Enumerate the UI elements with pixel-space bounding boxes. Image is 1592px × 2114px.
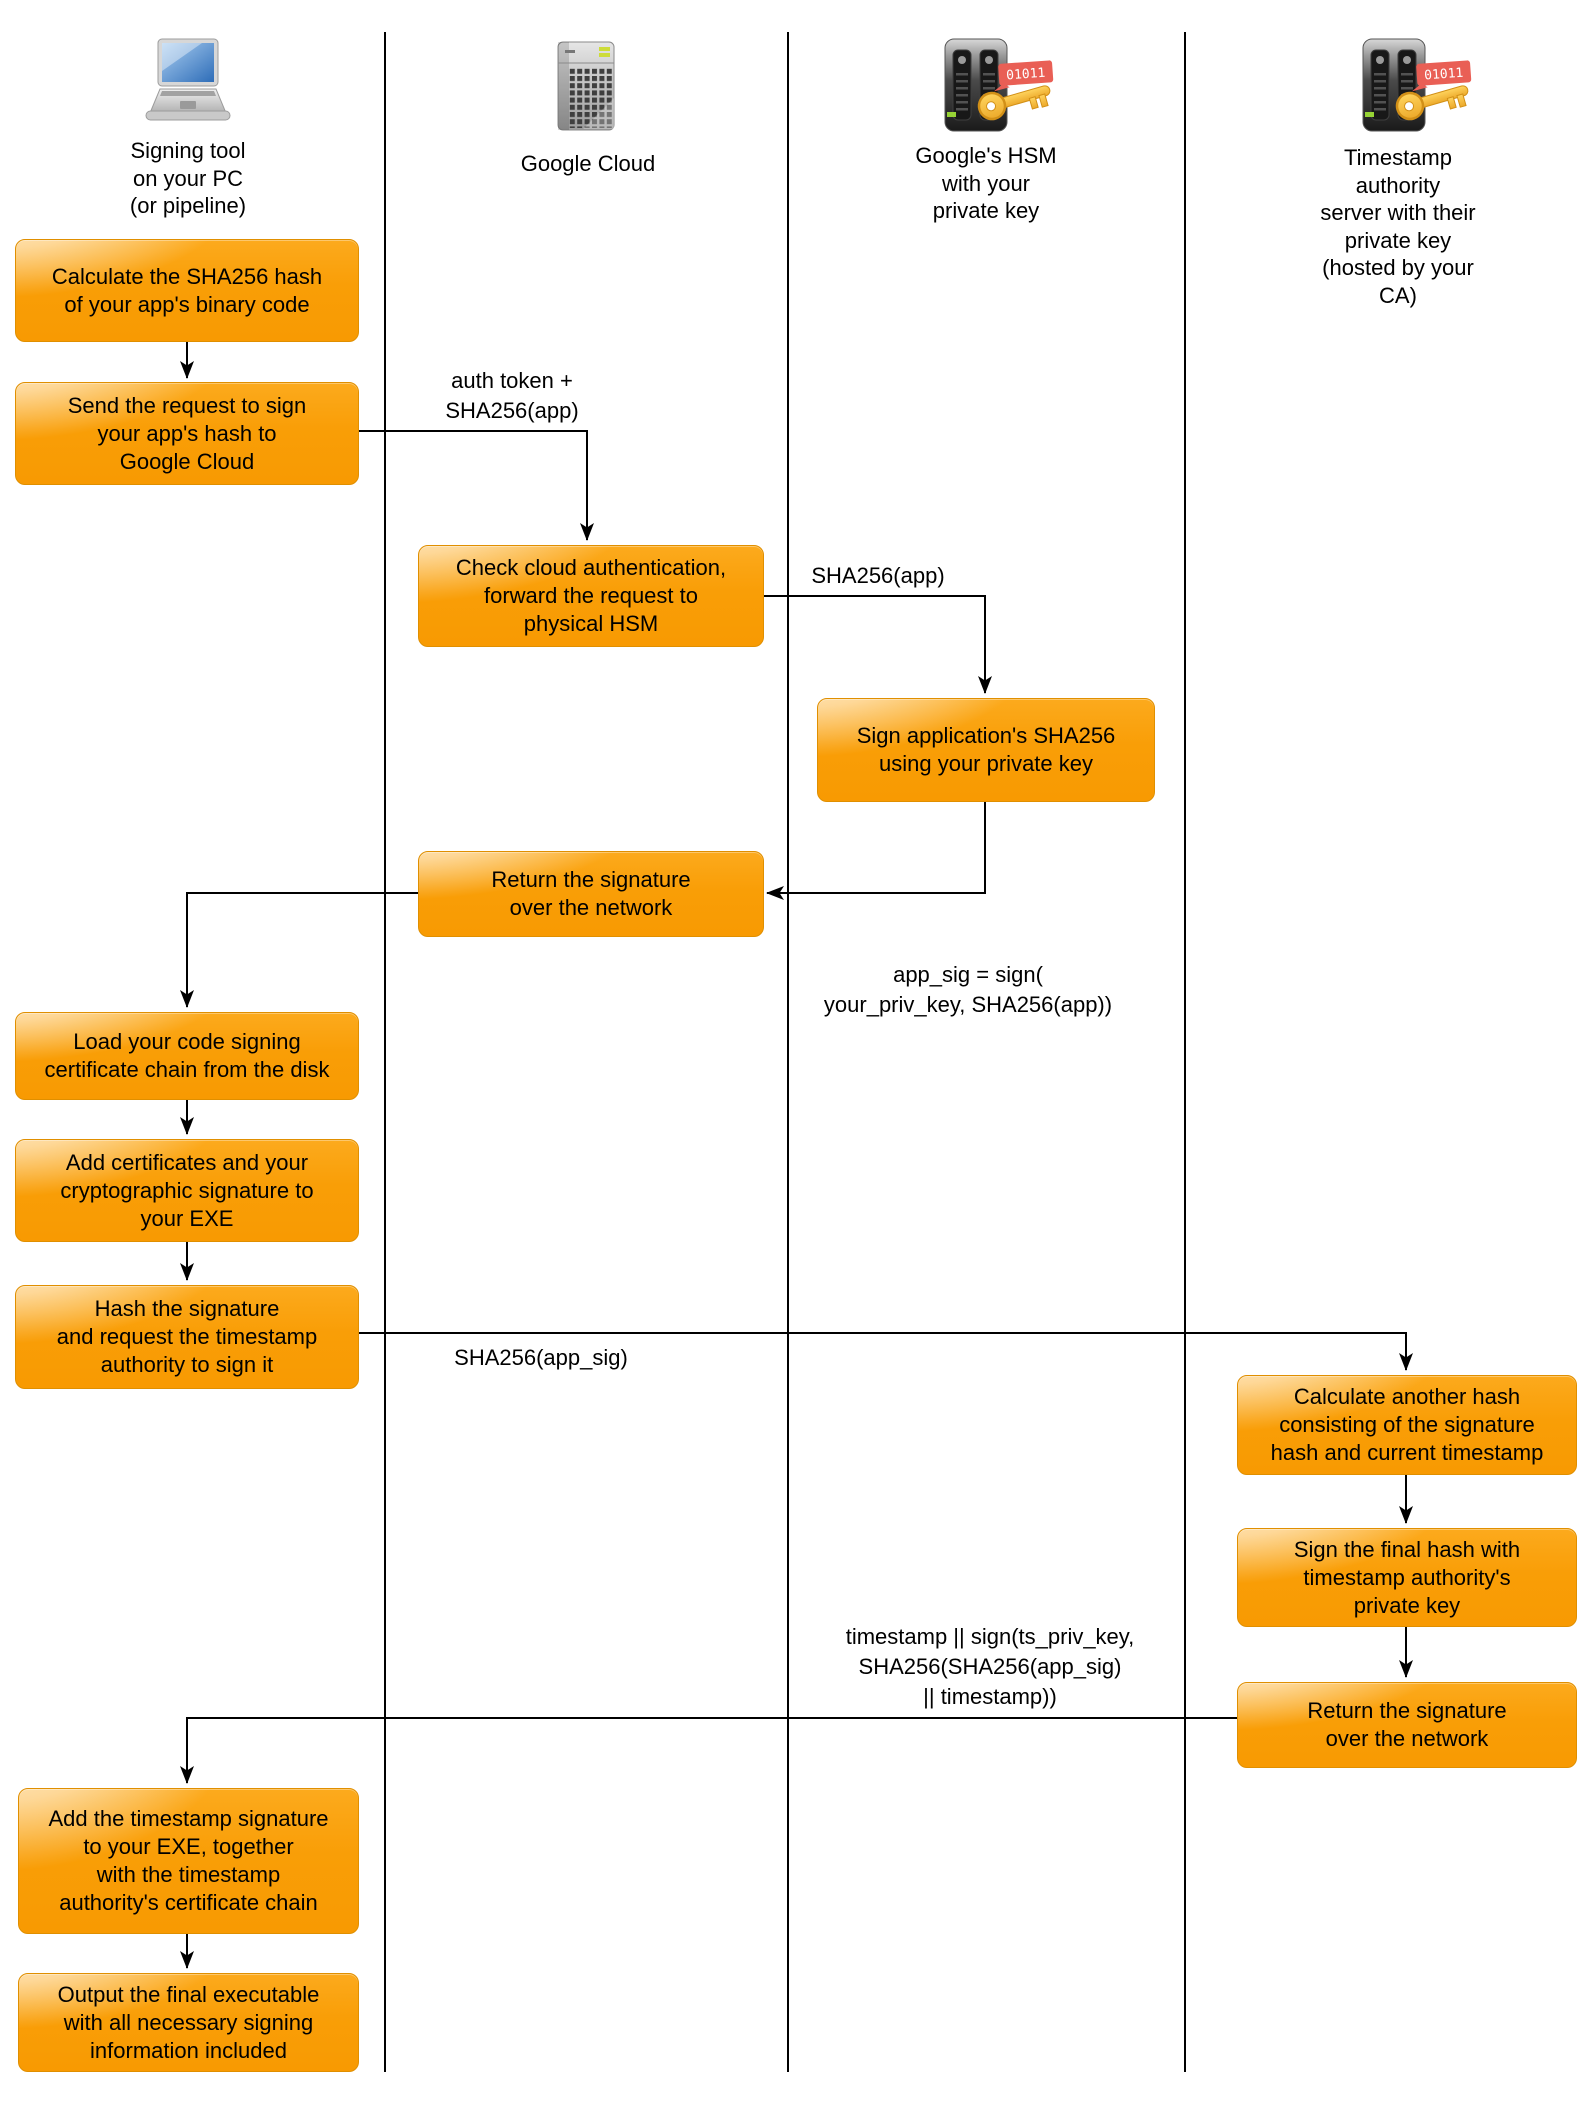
node-return-signature-cloud: Return the signature over the network	[418, 851, 764, 937]
server-tower-icon	[557, 41, 615, 131]
key-tag-text: 01011	[1424, 66, 1464, 84]
edge-label-sha256-app-sig: SHA256(app_sig)	[454, 1345, 628, 1370]
edge-label-app-sig: app_sig = sign( your_priv_key, SHA256(ap…	[823, 962, 1113, 1017]
node-check-cloud-authentication: Check cloud authentication, forward the …	[418, 545, 764, 647]
node-add-timestamp-signature: Add the timestamp signature to your EXE,…	[18, 1788, 359, 1934]
edge-label-timestamp-sign: timestamp || sign(ts_priv_key, SHA256(SH…	[845, 1624, 1135, 1709]
node-calculate-sha256-hash: Calculate the SHA256 hash of your app's …	[15, 239, 359, 342]
node-sign-app-sha256: Sign application's SHA256 using your pri…	[817, 698, 1155, 802]
hsm-server-key-icon: 01011	[944, 38, 1054, 132]
key-tag-text: 01011	[1006, 66, 1046, 84]
edge-return-tsa-to-add-ts-sig	[180, 1717, 1237, 1784]
edge-hash-sig-to-calc-ts-hash	[357, 1332, 1413, 1371]
binary-tag-icon: 01011	[1411, 60, 1472, 92]
node-sign-final-hash: Sign the final hash with timestamp autho…	[1237, 1528, 1577, 1627]
binary-tag-icon: 01011	[993, 60, 1054, 92]
edge-label-sha256-app: SHA256(app)	[811, 563, 945, 588]
node-add-certificates: Add certificates and your cryptographic …	[15, 1139, 359, 1242]
key-icon	[1395, 85, 1469, 121]
laptop-icon	[145, 38, 231, 121]
node-hash-signature-request-tsa: Hash the signature and request the times…	[15, 1285, 359, 1389]
edge-check-auth-to-sign-app	[762, 595, 992, 694]
column-label-google-cloud: Google Cloud	[520, 151, 656, 176]
node-output-final-executable: Output the final executable with all nec…	[18, 1973, 359, 2072]
column-label-google-hsm: Google's HSM with your private key	[915, 143, 1057, 223]
node-calculate-timestamp-hash: Calculate another hash consisting of the…	[1237, 1375, 1577, 1475]
node-load-certificate-chain: Load your code signing certificate chain…	[15, 1012, 359, 1100]
edge-label-auth-token: auth token + SHA256(app)	[445, 368, 579, 423]
edge-sign-app-to-return-sig	[766, 800, 986, 900]
node-return-signature-tsa: Return the signature over the network	[1237, 1682, 1577, 1768]
edge-return-sig-to-load-chain	[180, 892, 418, 1008]
column-label-signing-tool: Signing tool on your PC (or pipeline)	[129, 138, 247, 218]
hsm-server-key-icon: 01011	[1362, 38, 1472, 132]
node-send-sign-request: Send the request to sign your app's hash…	[15, 382, 359, 485]
column-label-timestamp-authority: Timestamp authority server with their pr…	[1320, 145, 1476, 308]
edge-send-to-check-auth	[357, 430, 594, 541]
key-icon	[977, 85, 1051, 121]
